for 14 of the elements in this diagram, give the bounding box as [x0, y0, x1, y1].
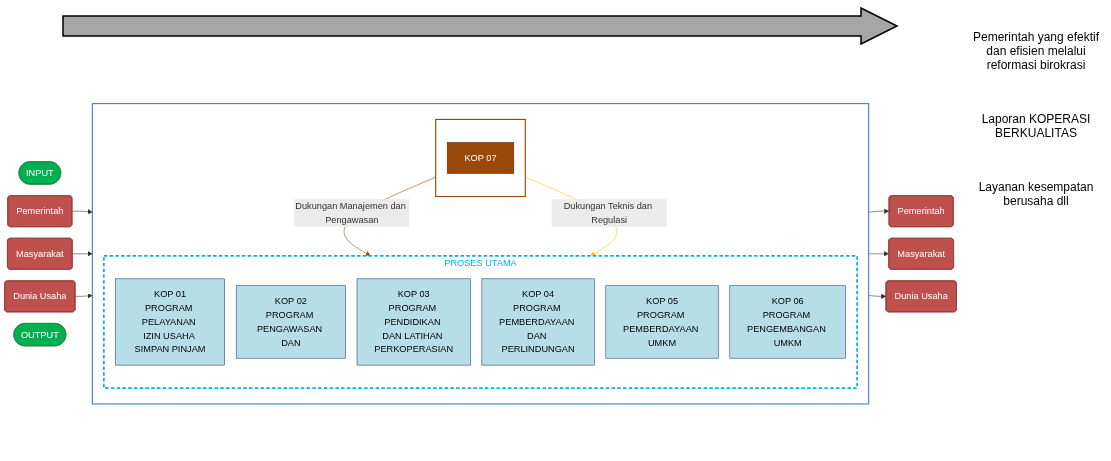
node-box: KOP 07 — [446, 141, 515, 174]
edge-label: Dukungan Teknis dan Regulasi — [563, 200, 653, 225]
node-box: KOP 01 PROGRAM PELAYANAN IZIN USAHA SIMPAN PINJAM — [115, 278, 225, 366]
note-text: Layanan kesempatan berusaha dll — [977, 180, 1095, 208]
node-box: KOP 05 PROGRAM PEMBERDAYAAN UMKM — [605, 285, 719, 359]
cluster — [91, 102, 870, 405]
note-text: Laporan KOPERASI BERKUALITAS — [980, 112, 1092, 140]
node-box: KOP 02 PROGRAM PENGAWASAN DAN — [235, 285, 346, 359]
note-text: Pemerintah yang efektif dan efisien melalui reformasi birokrasi — [971, 30, 1101, 72]
edge-label: Dukungan Manajemen dan Pengawasan — [295, 200, 406, 225]
node-box: KOP 03 PROGRAM PENDIDIKAN DAN LATIHAN PERKOPERASIAN — [356, 278, 471, 366]
cluster — [435, 118, 526, 197]
node-box: KOP 04 PROGRAM PEMBERDAYAAN DAN PERLINDUNGAN — [481, 278, 595, 366]
node-box: KOP 06 PROGRAM PENGEMBANGAN UMKM — [729, 285, 846, 359]
